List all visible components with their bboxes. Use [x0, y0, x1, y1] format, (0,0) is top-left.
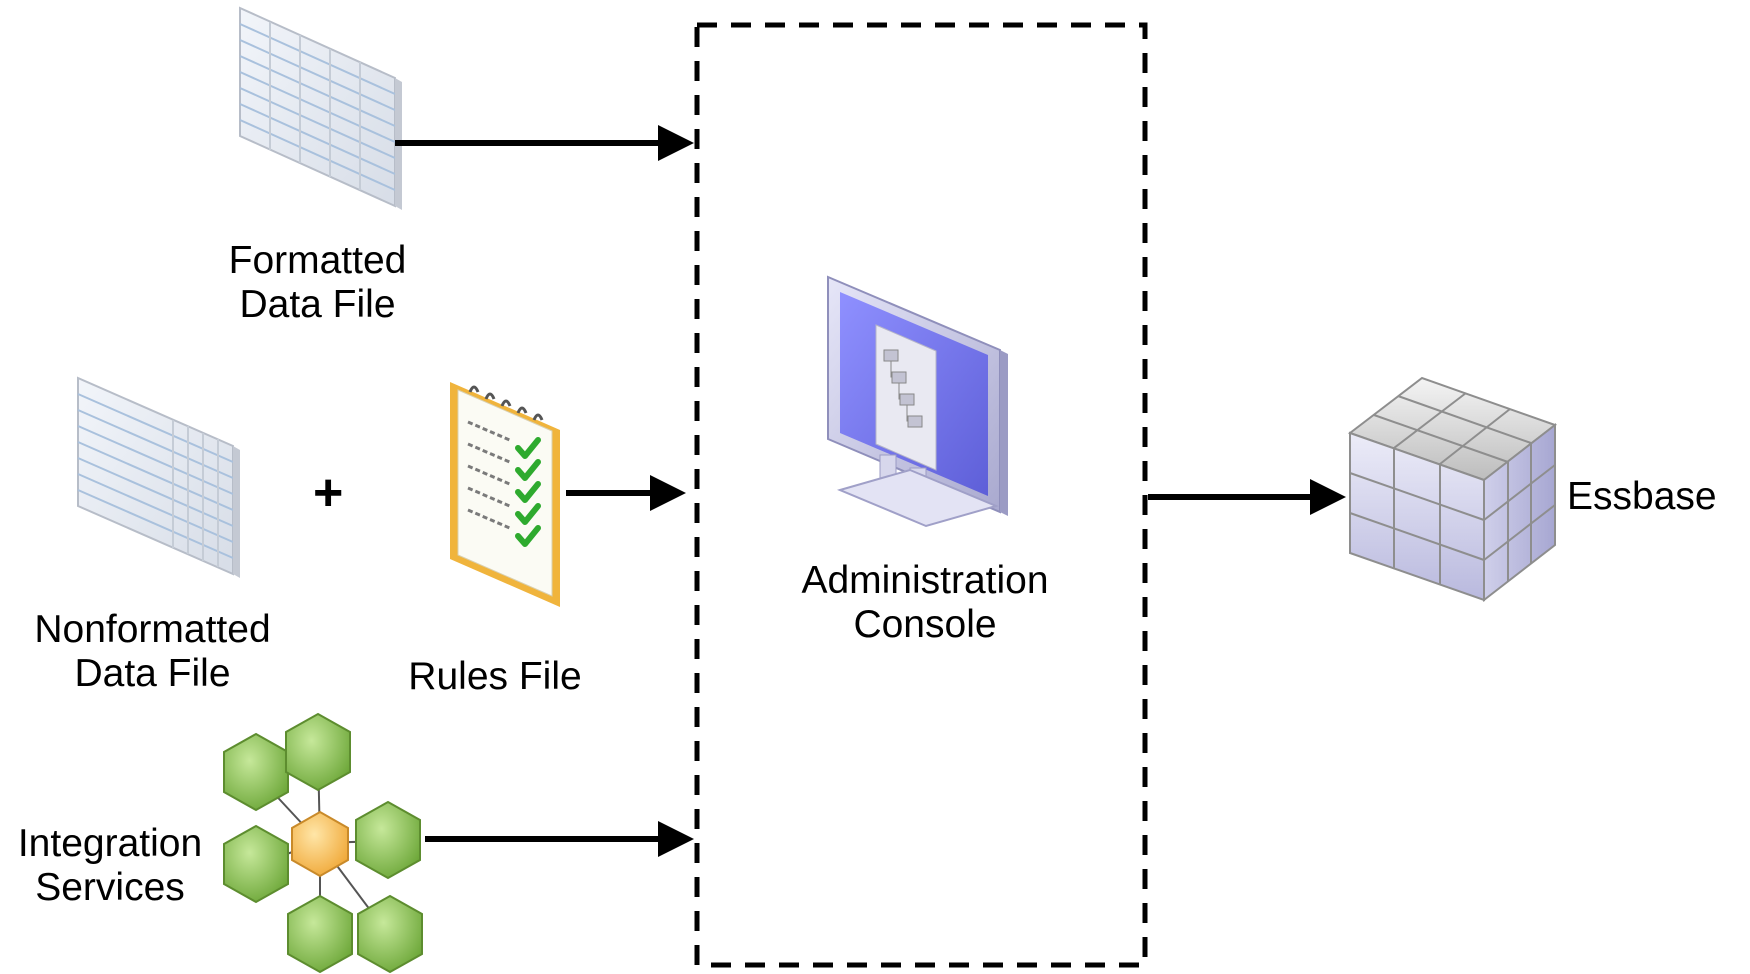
essbase-label: Essbase [1567, 475, 1717, 518]
nonformatted-data-file-label: Nonformatted Data File [15, 608, 290, 696]
plus-sign: + [313, 464, 344, 522]
hexagon-network-icon [223, 712, 423, 974]
nonformatted-label-line-2: Data File [74, 652, 231, 695]
spreadsheet-icon [77, 376, 240, 578]
cube-icon [1347, 376, 1558, 603]
integration-services-label: Integration Services [5, 822, 215, 910]
administration-console-label: Administration Console [785, 559, 1065, 647]
nonformatted-label-line-1: Nonformatted [34, 608, 271, 651]
admin-label-line-1: Administration [801, 559, 1049, 602]
admin-console-boundary [694, 22, 1148, 968]
formatted-label-line-2: Data File [239, 283, 396, 326]
integration-label-line-1: Integration [17, 822, 203, 865]
checklist-notepad-icon [450, 382, 560, 607]
integration-label-line-2: Services [35, 866, 185, 909]
formatted-data-file-label: Formatted Data File [200, 239, 435, 327]
spreadsheet-icon [239, 6, 402, 210]
admin-label-line-2: Console [853, 603, 997, 646]
formatted-label-line-1: Formatted [228, 239, 407, 282]
rules-file-label: Rules File [408, 655, 582, 698]
monitor-icon [827, 275, 1008, 528]
